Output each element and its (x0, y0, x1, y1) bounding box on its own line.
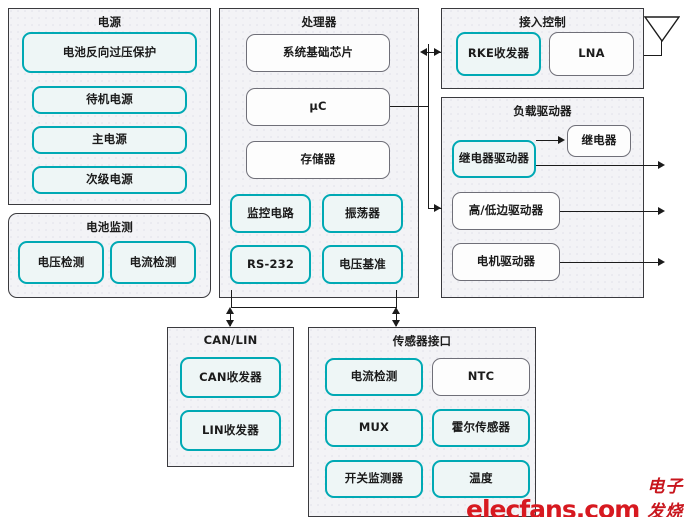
arrowhead-motor-driver-output (658, 257, 665, 266)
arrowhead-relay-driver-output (658, 160, 665, 169)
block-voltage-reference[interactable]: 电压基准 (322, 245, 403, 284)
block-temperature[interactable]: 温度 (432, 460, 530, 498)
block-microcontroller[interactable]: μC (246, 88, 390, 126)
block-high-low-side-driver[interactable]: 高/低边驱动器 (452, 192, 560, 230)
arrowhead-to-relay (558, 135, 565, 144)
block-main-power[interactable]: 主电源 (32, 126, 187, 154)
block-motor-driver[interactable]: 电机驱动器 (452, 243, 560, 281)
arrowhead-to-load-driver (434, 203, 441, 212)
block-sensor-current-detection[interactable]: 电流检测 (325, 358, 423, 396)
group-load-driver-title: 负载驱动器 (513, 104, 572, 118)
block-hall-sensor[interactable]: 霍尔传感器 (432, 409, 530, 447)
antenna-icon (644, 16, 680, 42)
arrowhead-high-low-side-output (658, 206, 665, 215)
connector-processor-bottom-drop (396, 290, 398, 308)
arrowhead-to-can-lin (226, 320, 234, 327)
group-access-control-title: 接入控制 (519, 15, 566, 29)
connector-uc-vertical-bus (428, 44, 430, 209)
block-relay[interactable]: 继电器 (567, 125, 631, 157)
arrowhead-from-access-control (420, 47, 427, 56)
group-processor-title: 处理器 (301, 15, 337, 29)
connector-antenna-stem (661, 40, 663, 56)
connector-sensor-interface-link (396, 309, 398, 326)
watermark-chinese: 电子发烧友 (647, 477, 684, 517)
block-rke-transceiver[interactable]: RKE收发器 (456, 32, 541, 76)
block-standby-power[interactable]: 待机电源 (32, 86, 187, 114)
connector-high-low-side-output (560, 211, 661, 213)
connector-motor-driver-output (560, 262, 661, 264)
block-can-transceiver[interactable]: CAN收发器 (180, 357, 281, 398)
watermark: elecfans.com 电子发烧友 (466, 472, 684, 517)
block-mux[interactable]: MUX (325, 409, 423, 447)
group-sensor-interface-title: 传感器接口 (392, 334, 452, 348)
block-memory[interactable]: 存储器 (246, 141, 390, 179)
connector-processor-bottom-bus (231, 307, 397, 309)
group-power-title: 电源 (97, 15, 122, 29)
arrowhead-from-can-lin (226, 307, 234, 314)
block-secondary-power[interactable]: 次级电源 (32, 166, 187, 194)
connector-lna-to-antenna (644, 55, 662, 57)
connector-can-lin-link (230, 309, 232, 326)
arrowhead-to-access-control (434, 47, 441, 56)
block-system-basis-chip[interactable]: 系统基础芯片 (246, 34, 390, 72)
block-lin-transceiver[interactable]: LIN收发器 (180, 410, 281, 451)
block-switch-monitor[interactable]: 开关监测器 (325, 460, 423, 498)
connector-access-control-link (424, 52, 441, 54)
block-current-detection[interactable]: 电流检测 (110, 241, 196, 284)
block-rs232[interactable]: RS-232 (230, 245, 311, 284)
block-lna[interactable]: LNA (549, 32, 634, 76)
connector-uc-stub (390, 106, 429, 108)
group-battery-monitor-title: 电池监测 (86, 220, 133, 234)
block-watchdog-circuit[interactable]: 监控电路 (230, 194, 311, 233)
block-battery-reverse-overvoltage-protection[interactable]: 电池反向过压保护 (22, 32, 197, 73)
arrowhead-from-sensor-interface (392, 307, 400, 314)
watermark-domain: elecfans.com (466, 495, 640, 517)
connector-relay-driver-output (536, 165, 661, 167)
group-can-lin-title: CAN/LIN (203, 333, 258, 347)
connector-processor-bottom-left-drop (231, 290, 233, 308)
block-oscillator[interactable]: 振荡器 (322, 194, 403, 233)
block-ntc[interactable]: NTC (432, 358, 530, 396)
block-voltage-detection[interactable]: 电压检测 (18, 241, 104, 284)
arrowhead-to-sensor-interface (392, 320, 400, 327)
block-relay-driver[interactable]: 继电器驱动器 (452, 140, 536, 178)
connector-relay-driver-to-relay (536, 140, 561, 142)
